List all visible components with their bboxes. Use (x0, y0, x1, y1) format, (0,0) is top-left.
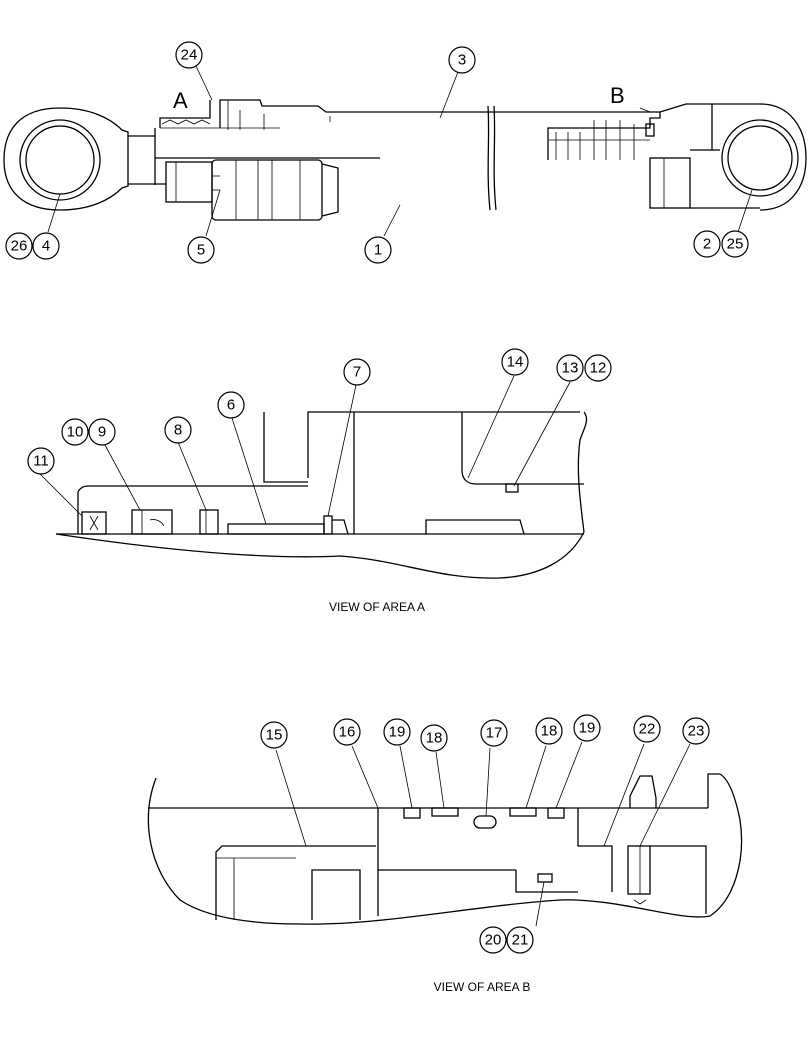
svg-text:10: 10 (67, 424, 84, 441)
svg-text:2: 2 (703, 236, 711, 253)
svg-text:19: 19 (579, 720, 596, 737)
callout-23: 23 (682, 717, 710, 745)
rod-seal (131, 509, 173, 535)
svg-text:23: 23 (688, 723, 705, 740)
callout-25: 25 (721, 230, 749, 258)
svg-text:1: 1 (374, 242, 382, 259)
area-a-detail-drawing (39, 375, 588, 579)
callout-18-right: 18 (535, 717, 563, 745)
callout-14: 14 (501, 348, 529, 376)
callout-21: 21 (506, 926, 534, 954)
callout-7: 7 (343, 358, 371, 386)
head-end-block (649, 157, 691, 209)
o-ring-7 (323, 515, 333, 535)
callout-15: 15 (260, 721, 288, 749)
buffer-seal (199, 509, 219, 535)
svg-text:8: 8 (174, 422, 182, 439)
left-eye-body (3, 107, 129, 211)
svg-text:21: 21 (512, 932, 529, 949)
callout-3: 3 (448, 46, 476, 74)
svg-text:7: 7 (353, 364, 361, 381)
svg-text:3: 3 (458, 52, 466, 69)
callout-20: 20 (479, 926, 507, 954)
callout-2: 2 (693, 230, 721, 258)
callout-18-left: 18 (420, 724, 448, 752)
callout-4: 4 (32, 232, 60, 260)
piston-seal-right (509, 807, 537, 817)
callout-9: 9 (88, 418, 116, 446)
wear-ring-right (547, 807, 565, 819)
callout-19-left: 19 (383, 718, 411, 746)
view-a-caption: VIEW OF AREA A (329, 600, 425, 614)
cylinder-assembly-drawing (3, 65, 807, 237)
tube-outline (219, 99, 660, 128)
callout-10: 10 (61, 418, 89, 446)
wear-ring-left (403, 807, 421, 819)
svg-text:18: 18 (426, 730, 443, 747)
svg-text:12: 12 (590, 360, 607, 377)
svg-text:16: 16 (339, 724, 356, 741)
area-b-detail-drawing (147, 741, 743, 927)
callout-13: 13 (556, 354, 584, 382)
callout-8: 8 (164, 416, 192, 444)
svg-text:11: 11 (33, 453, 49, 470)
callout-24: 24 (175, 41, 203, 69)
callout-17: 17 (480, 719, 508, 747)
svg-text:15: 15 (266, 727, 283, 744)
svg-text:24: 24 (181, 47, 198, 64)
svg-text:14: 14 (507, 354, 524, 371)
view-b-caption: VIEW OF AREA B (434, 980, 531, 994)
callout-12: 12 (584, 354, 612, 382)
area-a-label: A (173, 88, 188, 113)
callout-6: 6 (217, 391, 245, 419)
right-eye-outer (721, 119, 799, 197)
svg-text:5: 5 (197, 242, 205, 259)
callout-11: 11 (27, 447, 55, 475)
gland-nut (165, 161, 213, 203)
piston-seal-left (431, 807, 459, 817)
callout-26: 26 (5, 232, 33, 260)
right-eye-inner (727, 125, 793, 191)
svg-text:9: 9 (98, 424, 106, 441)
svg-text:26: 26 (11, 238, 28, 255)
svg-text:22: 22 (639, 721, 656, 738)
callout-22: 22 (633, 715, 661, 743)
o-ring-20 (537, 873, 553, 883)
svg-text:13: 13 (562, 360, 579, 377)
svg-text:25: 25 (727, 236, 744, 253)
svg-text:19: 19 (389, 724, 406, 741)
wiper-seal (81, 511, 107, 535)
wear-band (227, 523, 325, 535)
left-eye-outer (19, 119, 101, 201)
callout-1: 1 (364, 236, 392, 264)
svg-text:4: 4 (42, 238, 50, 255)
left-eye-inner (25, 125, 95, 195)
svg-text:17: 17 (486, 725, 503, 742)
area-b-label: B (610, 83, 625, 108)
o-ring-13 (505, 483, 519, 493)
piston-nut (627, 845, 651, 895)
callout-5: 5 (187, 236, 215, 264)
callout-19-right: 19 (573, 714, 601, 742)
svg-text:20: 20 (485, 932, 502, 949)
svg-text:6: 6 (227, 397, 235, 414)
head-gland (211, 159, 323, 221)
svg-text:18: 18 (541, 723, 558, 740)
callout-16: 16 (333, 718, 361, 746)
piston-seal-center (473, 815, 497, 829)
